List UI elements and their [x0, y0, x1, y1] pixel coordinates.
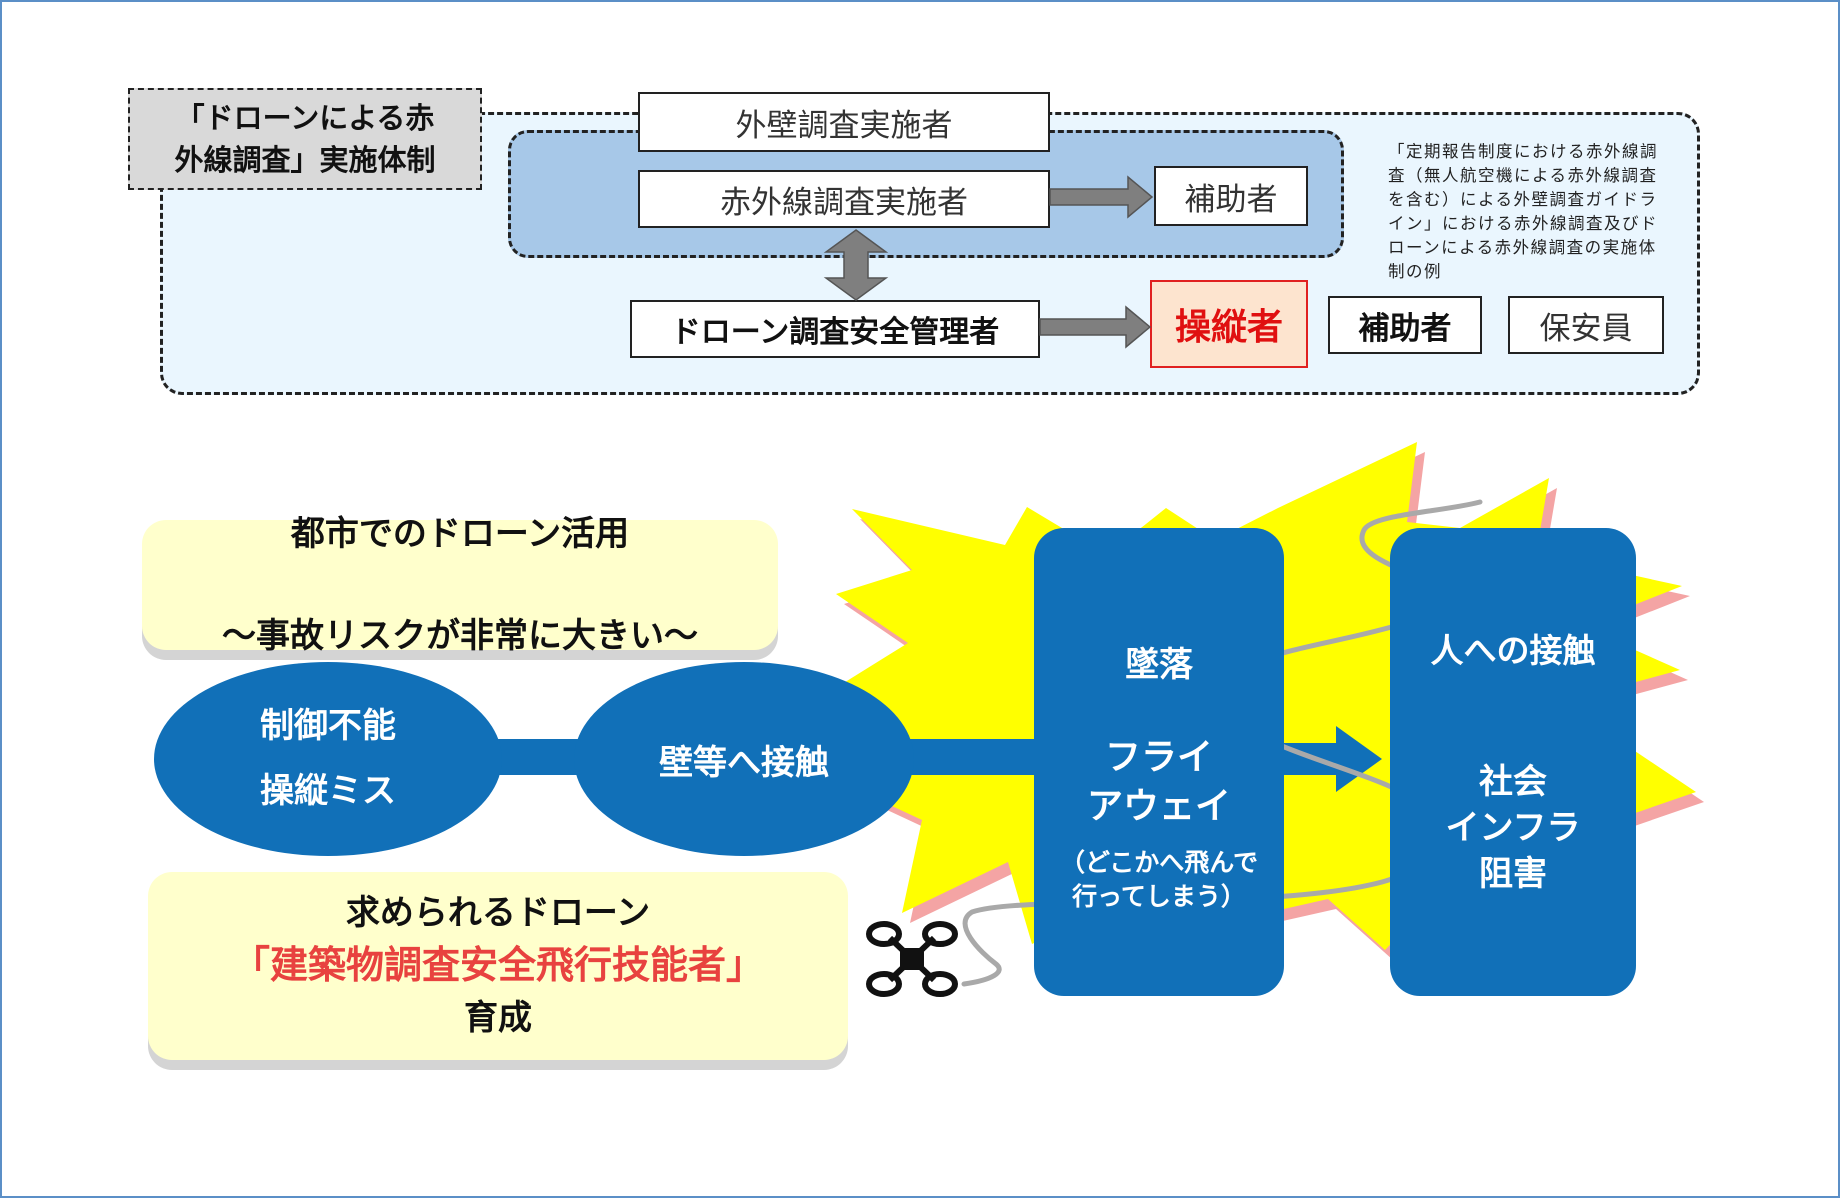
cause-loss-of-control: 制御不能: [260, 706, 396, 747]
flyaway-note: （どこかへ飛んで 行ってしまう）: [1059, 848, 1258, 911]
manager-to-operator-arrow: [1039, 305, 1152, 349]
cause-operation-error: 操縦ミス: [260, 771, 396, 811]
impact-box: 人への接触 社会 インフラ 阻害: [1390, 528, 1636, 996]
guard-box: 保安員: [1508, 296, 1664, 354]
assistant-box: 補助者: [1154, 166, 1308, 226]
infra-obstruction-label: 社会 インフラ 阻害: [1445, 762, 1581, 894]
risk-headline-box: 都市でのドローン活用 ～事故リスクが非常に大きい～: [142, 514, 778, 656]
fall-flyaway-box: 墜落 フライ アウェイ （どこかへ飛んで 行ってしまう）: [1034, 528, 1284, 996]
wall-surveyor-box: 外壁調査実施者: [638, 92, 1050, 152]
flyaway-label: フライ アウェイ: [1086, 737, 1231, 827]
contact-ellipse: 壁等へ接触: [574, 662, 914, 856]
ir-surveyor-box: 赤外線調査実施者: [638, 170, 1050, 228]
needed-pilot-box: 求められるドローン 「建築物調査安全飛行技能者」 育成: [148, 872, 848, 1060]
needed-pilot-line1: 求められるドローン: [345, 893, 651, 934]
risk-headline-line2: ～事故リスクが非常に大きい～: [222, 615, 698, 656]
safety-manager-box: ドローン調査安全管理者: [630, 300, 1040, 358]
drone-icon: [866, 921, 958, 997]
operator-box: 操縦者: [1150, 280, 1308, 368]
risk-headline-line1: 都市でのドローン活用: [290, 513, 630, 554]
fall-label: 墜落: [1125, 644, 1193, 685]
bidirectional-arrow: [823, 229, 889, 301]
people-contact-label: 人への接触: [1430, 631, 1596, 670]
ir-to-assistant-arrow: [1049, 175, 1154, 219]
assistant-box-2: 補助者: [1328, 296, 1482, 354]
cause-ellipse: 制御不能 操縦ミス: [154, 662, 502, 856]
needed-pilot-line2: 「建築物調査安全飛行技能者」: [231, 943, 764, 988]
needed-pilot-line3: 育成: [463, 997, 532, 1038]
structure-title: 「ドローンによる赤 外線調査」実施体制: [128, 88, 482, 190]
guideline-note: 「定期報告制度における赤外線調査（無人航空機による赤外線調査を含む）による外壁調…: [1388, 142, 1658, 281]
